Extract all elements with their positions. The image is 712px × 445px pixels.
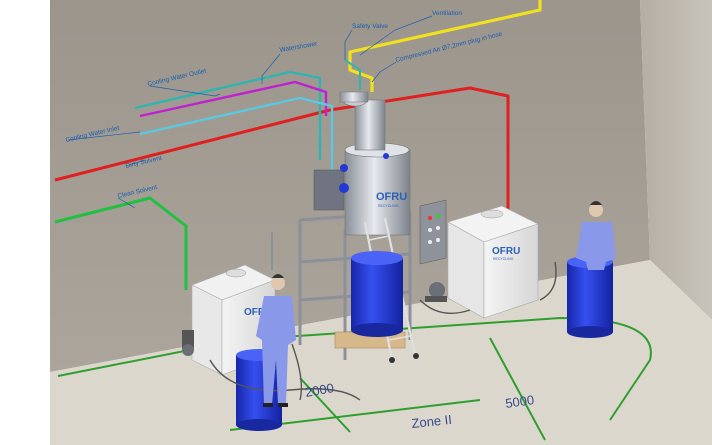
distillation-vessel: OFRU RECYCLING [313,91,411,236]
dimension-2000: 2000 [304,380,335,400]
zone-label: Zone II [411,412,453,431]
hoses [209,261,557,401]
leader-lines [67,15,433,209]
dirty-solvent-tank: OFRU RECYCLING [425,205,539,319]
worker-left [256,274,296,407]
tank-logo-right: OFRU [492,246,520,257]
ventilation-pipe [348,0,542,92]
condenser-column [354,99,386,151]
compressed-air-pipe [344,59,361,90]
label-safety-valve: Safety Valve [352,23,388,30]
dimension-5000: 5000 [504,392,535,411]
cooling-water-inlet-pipe [139,96,334,170]
cooling-water-outlet-pipe [134,70,322,160]
tank-logo-right-sub: RECYCLING [493,257,514,261]
side-wall [640,0,712,320]
floor [50,260,712,445]
label-ventilation: Ventilation [432,10,462,17]
vessel-logo-sub: RECYCLING [378,204,399,208]
drum-center [351,251,403,337]
vessel-logo: OFRU [376,191,407,203]
clean-solvent-pipe [54,196,188,290]
dimensions: 2000 5000 Zone II [304,380,535,431]
zone-line-outer [57,316,652,421]
worker-right [576,201,616,270]
zone-line-divider-2 [299,377,351,433]
tank-logo-left: OFRU [244,307,272,318]
zone-line-divider [489,337,546,441]
control-panel [419,199,447,265]
dirty-solvent-pipe [54,86,510,260]
